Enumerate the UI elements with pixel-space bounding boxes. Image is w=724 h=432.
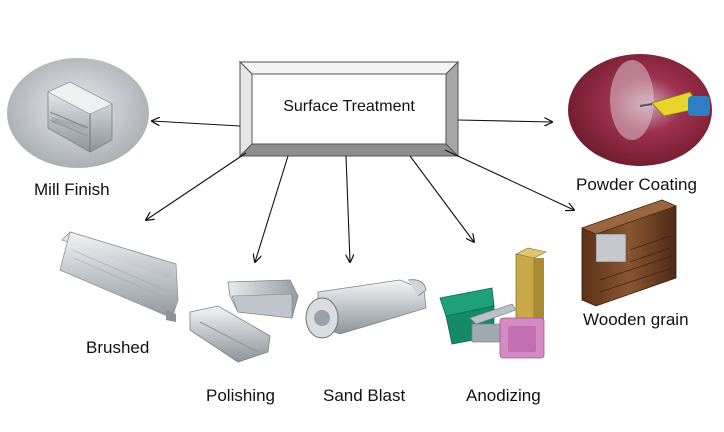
- label-brushed: Brushed: [86, 338, 150, 357]
- label-mill-finish: Mill Finish: [34, 180, 110, 199]
- center-title: Surface Treatment: [283, 98, 415, 115]
- mill-finish-image: [7, 58, 149, 168]
- polishing-image: [189, 279, 299, 363]
- brushed-image: [59, 231, 179, 322]
- arrows: [146, 120, 574, 262]
- center-box: [238, 60, 460, 158]
- powder-coating-image: [568, 54, 712, 166]
- arrow-to-anodizing: [409, 155, 474, 242]
- arrow-to-sand-blast: [346, 155, 350, 262]
- arrow-to-mill-finish: [152, 121, 241, 127]
- arrow-to-polishing: [255, 155, 289, 262]
- label-wooden-grain: Wooden grain: [583, 310, 689, 329]
- arrow-to-brushed: [146, 152, 247, 220]
- sand-blast-image: [305, 279, 427, 339]
- arrow-to-wooden-grain: [444, 149, 574, 210]
- label-powder-coating: Powder Coating: [576, 175, 697, 194]
- label-anodizing: Anodizing: [466, 386, 541, 405]
- wooden-grain-image: [581, 199, 677, 307]
- label-polishing: Polishing: [206, 386, 275, 405]
- arrow-to-powder-coating: [457, 120, 552, 122]
- label-sand-blast: Sand Blast: [323, 386, 406, 405]
- anodizing-image: [439, 247, 547, 359]
